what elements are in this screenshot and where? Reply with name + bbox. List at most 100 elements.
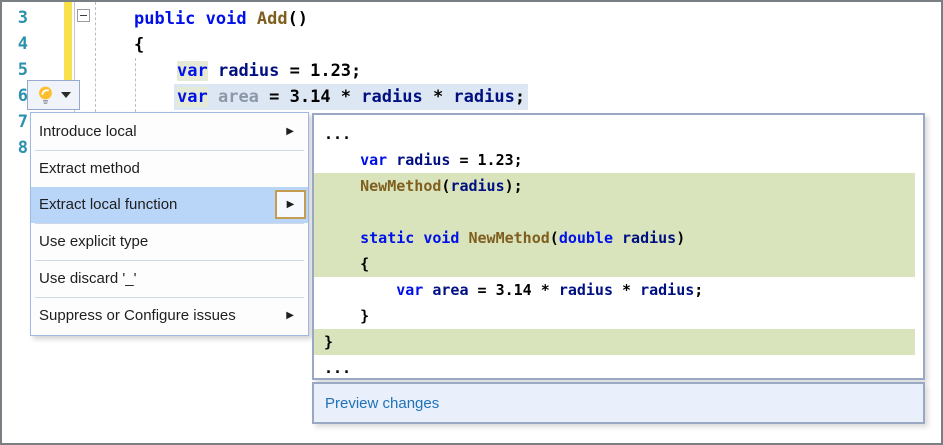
code-token: [459, 229, 468, 247]
code-token: = 3.14 *: [258, 87, 362, 107]
preview-code-line: var radius = 1.23;: [314, 147, 923, 173]
refactor-preview-popup: ... var radius = 1.23; NewMethod(radius)…: [312, 113, 925, 424]
menu-item-label: Use explicit type: [39, 233, 149, 250]
code-token: = 3.14 *: [468, 281, 559, 299]
menu-item-use-discard[interactable]: Use discard '_': [31, 261, 308, 297]
menu-item-label: Use discard '_': [39, 270, 137, 287]
code-token: ): [676, 229, 686, 247]
code-token: [324, 151, 360, 169]
indent-guide: [135, 58, 136, 112]
code-token: ;: [514, 87, 526, 107]
chevron-down-icon: [60, 92, 71, 98]
code-token: *: [613, 281, 641, 299]
lightbulb-icon: [37, 86, 54, 105]
code-token: = 1.23;: [450, 151, 523, 169]
code-token: void: [423, 229, 460, 247]
code-token: [613, 229, 622, 247]
line-number: 4: [17, 34, 28, 54]
code-token: var: [177, 87, 208, 107]
code-token: radius: [453, 87, 515, 107]
code-token: radius: [640, 281, 695, 299]
preview-code-line: }: [314, 303, 923, 329]
menu-separator: [35, 260, 304, 261]
quick-actions-lightbulb-button[interactable]: [27, 80, 80, 110]
editor-code-line: {: [134, 32, 144, 58]
menu-separator: [35, 150, 304, 151]
code-token: NewMethod: [468, 229, 550, 247]
menu-item-introduce-local[interactable]: Introduce local ▶: [31, 114, 308, 150]
menu-item-label: Extract method: [39, 160, 140, 177]
code-token: var: [396, 281, 424, 299]
submenu-expand-button[interactable]: ▶: [275, 190, 306, 219]
preview-changes-link[interactable]: Preview changes: [325, 394, 440, 412]
change-tracking-bar: [64, 2, 72, 82]
preview-code-line: NewMethod(radius);: [314, 173, 915, 199]
code-token: ;: [694, 281, 704, 299]
code-token: radius: [361, 87, 423, 107]
menu-item-extract-method[interactable]: Extract method: [31, 151, 308, 187]
preview-code-line: ...: [314, 121, 923, 147]
line-number: 8: [17, 138, 28, 158]
code-token: void: [205, 9, 257, 29]
code-token: (: [549, 229, 559, 247]
code-token: );: [504, 177, 523, 195]
code-token: radius: [450, 177, 505, 195]
code-token: public: [134, 9, 206, 29]
editor-code-line: public void Add(): [134, 6, 308, 32]
menu-item-label: Introduce local: [39, 123, 137, 140]
code-token: radius: [217, 61, 280, 81]
menu-item-suppress-or-configure-issues[interactable]: Suppress or Configure issues ▶: [31, 298, 308, 334]
editor-code-line: var radius = 1.23;: [177, 58, 361, 84]
line-number-gutter: 3 4 5 6 7 8: [2, 5, 28, 161]
code-token: radius: [396, 151, 451, 169]
line-number: 6: [17, 86, 28, 106]
line-number: 3: [17, 8, 28, 28]
preview-code-line: ...: [314, 355, 923, 381]
preview-code-pane: ... var radius = 1.23; NewMethod(radius)…: [312, 113, 925, 380]
editor-code-line: var area = 3.14 * radius * radius;: [174, 84, 529, 110]
menu-separator: [35, 297, 304, 298]
code-token: radius: [622, 229, 677, 247]
outline-collapse-icon[interactable]: [77, 9, 90, 22]
indent-guide: [95, 2, 96, 112]
code-token: area: [432, 281, 469, 299]
menu-item-extract-local-function[interactable]: Extract local function ▶: [31, 187, 308, 223]
code-token: static: [360, 229, 415, 247]
code-token: {: [324, 255, 370, 273]
menu-item-label: Suppress or Configure issues: [39, 307, 236, 324]
submenu-arrow-icon: ▶: [286, 310, 294, 321]
code-token: ...: [324, 125, 352, 143]
code-token: (: [441, 177, 451, 195]
code-token: Add: [256, 9, 288, 29]
code-token: NewMethod: [360, 177, 442, 195]
code-token: }: [324, 307, 370, 325]
code-token: [324, 177, 360, 195]
code-token: = 1.23;: [279, 61, 362, 81]
preview-code-line: }: [314, 329, 915, 355]
code-token: {: [134, 35, 145, 55]
code-token: [208, 87, 218, 107]
preview-code-line: [314, 199, 915, 225]
code-token: var: [360, 151, 388, 169]
preview-code-line: {: [314, 251, 915, 277]
code-token: var: [177, 61, 208, 81]
preview-code-line: var area = 3.14 * radius * radius;: [314, 277, 923, 303]
submenu-arrow-icon: ▶: [286, 126, 294, 137]
code-token: }: [324, 333, 334, 351]
line-number: 5: [17, 60, 28, 80]
code-token: (): [287, 9, 309, 29]
code-token: area: [217, 87, 259, 107]
glyph-margin-divider: [74, 2, 75, 112]
code-token: [387, 151, 396, 169]
menu-item-label: Extract local function: [39, 196, 178, 213]
line-number: 7: [17, 112, 28, 132]
code-token: *: [422, 87, 454, 107]
code-token: radius: [558, 281, 613, 299]
preview-footer-bar: Preview changes: [312, 382, 925, 424]
code-token: ...: [324, 359, 352, 377]
code-token: [324, 229, 360, 247]
menu-item-use-explicit-type[interactable]: Use explicit type: [31, 224, 308, 260]
code-token: [208, 61, 218, 81]
